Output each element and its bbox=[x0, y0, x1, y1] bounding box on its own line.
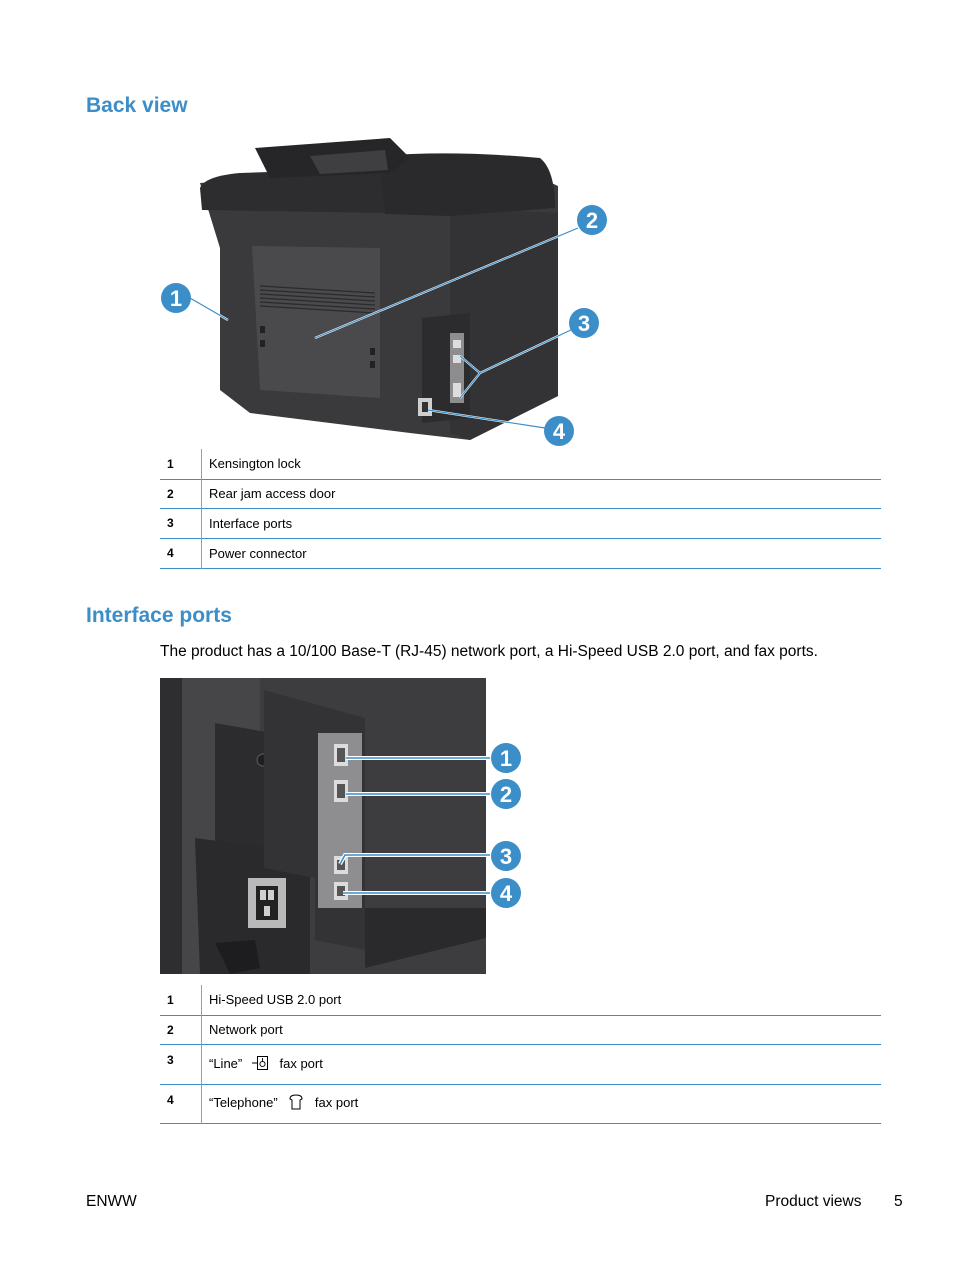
callout-label: Power connector bbox=[209, 545, 307, 561]
telephone-label: “Telephone” bbox=[209, 1094, 278, 1110]
callout-number: 4 bbox=[160, 538, 202, 568]
interface-ports-intro: The product has a 10/100 Base-T (RJ-45) … bbox=[160, 643, 818, 660]
back-callout-1: 1 bbox=[161, 283, 191, 313]
interface-ports-heading: Interface ports bbox=[86, 604, 232, 627]
footer-section: Product views bbox=[765, 1193, 862, 1210]
back-callout-4: 4 bbox=[544, 416, 574, 446]
table-row: 1 Kensington lock bbox=[160, 449, 881, 479]
callout-number: 2 bbox=[160, 1015, 202, 1044]
svg-text:4: 4 bbox=[500, 881, 513, 906]
svg-text:1: 1 bbox=[170, 286, 182, 311]
callout-label: “Telephone” fax port bbox=[202, 1084, 882, 1123]
svg-text:1: 1 bbox=[500, 746, 512, 771]
back-view-heading: Back view bbox=[86, 94, 188, 117]
callout-number: 2 bbox=[160, 479, 202, 508]
callout-label: Interface ports bbox=[209, 515, 293, 531]
interface-ports-callout-table: 1 Hi-Speed USB 2.0 port 2 Network port 3… bbox=[160, 985, 881, 1124]
footer-left: ENWW bbox=[86, 1193, 137, 1210]
back-callout-3: 3 bbox=[569, 308, 599, 338]
port-callout-4: 4 bbox=[491, 878, 521, 908]
table-row: 1 Hi-Speed USB 2.0 port bbox=[160, 985, 881, 1015]
svg-text:2: 2 bbox=[586, 208, 598, 233]
callout-number: 3 bbox=[160, 508, 202, 538]
back-view-figure: 1 2 3 4 bbox=[161, 138, 607, 446]
line-label: “Line” bbox=[209, 1055, 243, 1071]
table-row: 4 “Telephone” fax port bbox=[160, 1084, 881, 1123]
callout-number: 4 bbox=[160, 1084, 202, 1123]
callout-number: 3 bbox=[160, 1044, 202, 1084]
telephone-icon bbox=[287, 1093, 305, 1114]
table-row: 2 Network port bbox=[160, 1015, 881, 1044]
table-row: 4 Power connector bbox=[160, 538, 881, 568]
telephone-fax-port-label: fax port bbox=[314, 1094, 359, 1110]
back-view-callout-table: 1 Kensington lock 2 Rear jam access door… bbox=[160, 449, 881, 569]
table-row: 3 Interface ports bbox=[160, 508, 881, 538]
callout-label: “Line” fax port bbox=[202, 1044, 882, 1084]
interface-ports-figure: 1 2 3 4 bbox=[160, 678, 521, 974]
callout-label: Hi-Speed USB 2.0 port bbox=[209, 992, 342, 1008]
back-callout-2: 2 bbox=[577, 205, 607, 235]
svg-text:3: 3 bbox=[500, 844, 512, 869]
port-callout-3: 3 bbox=[491, 841, 521, 871]
svg-text:3: 3 bbox=[578, 311, 590, 336]
line-fax-port-label: fax port bbox=[279, 1055, 323, 1071]
port-callout-2: 2 bbox=[491, 779, 521, 809]
svg-text:2: 2 bbox=[500, 782, 512, 807]
callout-label: Network port bbox=[209, 1022, 283, 1037]
port-callout-1: 1 bbox=[491, 743, 521, 773]
callout-label: Rear jam access door bbox=[209, 486, 336, 501]
line-port-icon bbox=[251, 1055, 270, 1074]
callout-label: Kensington lock bbox=[209, 456, 301, 472]
callout-number: 1 bbox=[160, 449, 202, 479]
callout-number: 1 bbox=[160, 985, 202, 1015]
svg-text:4: 4 bbox=[553, 419, 566, 444]
table-row: 2 Rear jam access door bbox=[160, 479, 881, 508]
page-number: 5 bbox=[894, 1193, 903, 1210]
table-row: 3 “Line” fax port bbox=[160, 1044, 881, 1084]
